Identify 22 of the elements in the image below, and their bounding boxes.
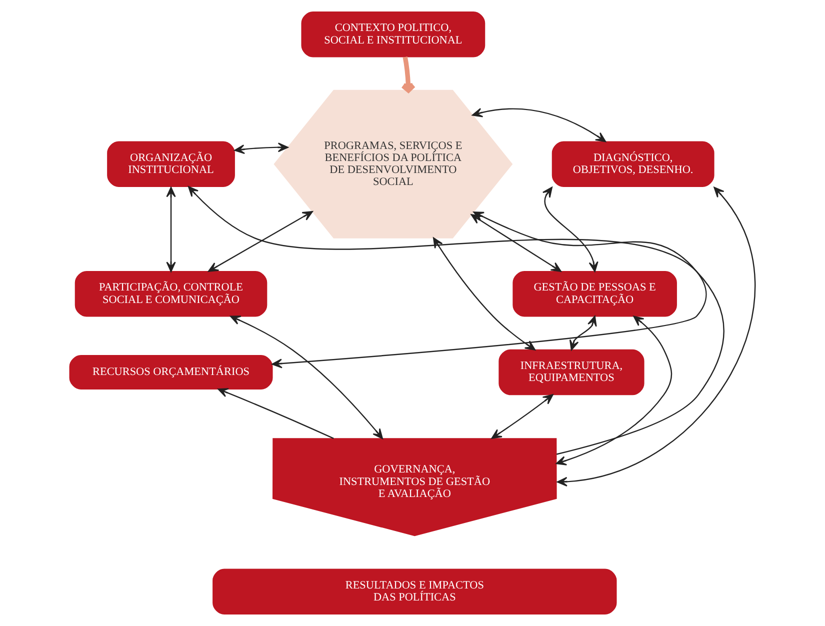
node-box: RECURSOS ORÇAMENTÁRIOS (69, 355, 273, 390)
arrow (234, 142, 288, 154)
arrow (272, 212, 707, 368)
arrow (400, 56, 416, 93)
arrow (556, 186, 756, 486)
node-box: PARTICIPAÇÃO, CONTROLE SOCIAL E COMUNICAÇÃO (74, 271, 268, 317)
arrow (542, 186, 598, 272)
arrow (556, 316, 672, 466)
node-box: RESULTADOS E IMPACTOS DAS POLÍTICAS (212, 568, 617, 615)
arrow (218, 388, 334, 440)
arrow (188, 186, 724, 455)
node-box: DIAGNÓSTICO, OBJETIVOS, DESENHO. (552, 141, 714, 187)
arrow (491, 394, 554, 439)
arrow (166, 186, 176, 272)
arrow (472, 108, 606, 142)
arrow (208, 210, 313, 272)
node-box: CONTEXTO POLITICO, SOCIAL E INSTITUCIONAL (301, 11, 486, 58)
arrow (230, 316, 383, 440)
node-box: ORGANIZAÇÃO INSTITUCIONAL (107, 141, 235, 187)
arrow (569, 316, 597, 350)
node-box: INFRAESTRUTURA, EQUIPAMENTOS (498, 349, 644, 396)
node-box: GESTÃO DE PESSOAS E CAPACITAÇÃO (512, 271, 677, 317)
